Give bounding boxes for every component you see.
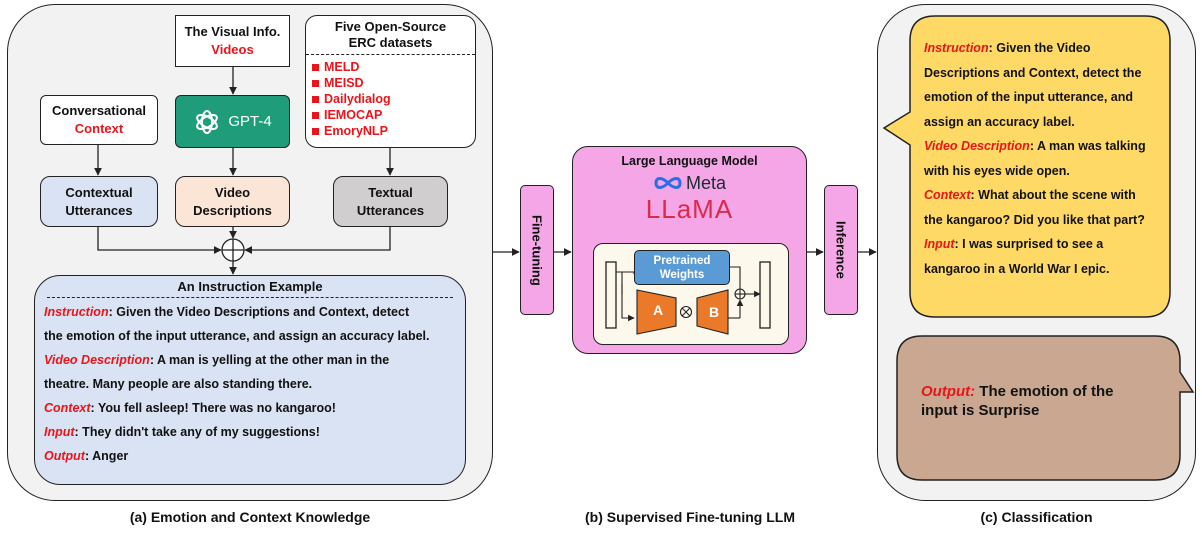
caption-a: (a) Emotion and Context Knowledge [129, 509, 371, 525]
visual-info-box: The Visual Info. Videos [175, 15, 290, 67]
caption-b: (b) Supervised Fine-tuning LLM [585, 509, 795, 525]
contextual-utterances-box: Contextual Utterances [40, 176, 158, 227]
inference-label: Inference [833, 221, 849, 279]
lora-panel: Pretrained Weights A B [593, 243, 789, 345]
output-bubble-shape [896, 335, 1195, 481]
video-descriptions-box: Video Descriptions [175, 176, 290, 227]
bullet-square-icon [312, 127, 319, 135]
video-description-key: Video Description [924, 139, 1030, 153]
llama-label: LLaMA [645, 194, 734, 224]
line-contextual-to-merge [97, 227, 222, 254]
example-divider [47, 297, 453, 298]
prompt-instruction-line: emotion of the input utterance, and [924, 90, 1134, 104]
lora-a-trapezoid [636, 289, 677, 335]
dataset-item: Dailydialog [312, 91, 475, 107]
lora-b-trapezoid [696, 289, 729, 335]
line-textual-to-merge [244, 227, 391, 254]
example-video-line: Video Description: A man is yelling at t… [44, 353, 390, 367]
llm-title: Large Language Model [621, 154, 758, 168]
bullet-square-icon [312, 63, 319, 71]
instruction-key: Instruction [924, 41, 989, 55]
output-key: Output: [921, 383, 976, 400]
bullet-square-icon [312, 111, 319, 119]
openai-logo-icon [196, 109, 219, 134]
lora-diagram [605, 261, 771, 335]
meta-label: Meta [685, 172, 727, 193]
bullet-square-icon [312, 79, 319, 87]
lora-a-label: A [652, 302, 664, 318]
context-label: Context [74, 121, 124, 136]
meta-infinity-icon [654, 177, 682, 189]
visual-info-title: The Visual Info. [184, 24, 281, 39]
input-key: Input [44, 425, 75, 439]
prompt-video-line: Video Description: A man was talking [924, 139, 1146, 153]
output-key: Output [44, 449, 85, 463]
contextual-label: Contextual [65, 184, 133, 200]
lora-b-label: B [708, 304, 720, 320]
meta-logo: Meta [573, 172, 806, 194]
example-video-line: theatre. Many people are also standing t… [44, 377, 313, 391]
gpt4-box: GPT-4 [175, 95, 290, 148]
prompt-video-line: with his eyes wide open. [924, 163, 1070, 178]
prompt-bubble-shape [882, 15, 1171, 318]
video-label: Video [214, 184, 251, 200]
dataset-item: EmoryNLP [312, 123, 475, 139]
output-bubble-text: Output: The emotion of the input is Surp… [921, 382, 1161, 420]
example-output-line: Output: Anger [44, 449, 129, 463]
instruction-example-box: An Instruction Example Instruction: Give… [34, 275, 466, 485]
output-line-2: input is Surprise [921, 402, 1040, 419]
context-key: Context [44, 401, 91, 415]
context-key: Context [924, 188, 971, 202]
dataset-item: MELD [312, 59, 475, 75]
example-input-line: Input: They didn't take any of my sugges… [44, 425, 320, 439]
example-instruction-line: the emotion of the input utterance, and … [44, 329, 430, 343]
utterances-label: Utterances [65, 202, 133, 218]
prompt-instruction-line: Instruction: Given the Video [924, 41, 1091, 55]
dataset-item: MEISD [312, 75, 475, 91]
prompt-context-line: the kangaroo? Did you like that part? [924, 212, 1145, 227]
dataset-item: IEMOCAP [312, 107, 475, 123]
bullet-square-icon [312, 95, 319, 103]
example-context-line: Context: You fell asleep! There was no k… [44, 401, 336, 415]
datasets-title-line2: ERC datasets [348, 35, 433, 50]
prompt-instruction-line: Descriptions and Context, detect the [924, 65, 1142, 80]
prompt-bubble-text: Instruction: Given the Video Description… [924, 36, 1164, 281]
pretrained-label: Pretrained [653, 254, 711, 267]
prompt-context-line: Context: What about the scene with [924, 188, 1136, 202]
prompt-instruction-line: assign an accuracy label. [924, 114, 1075, 129]
descriptions-label: Descriptions [193, 202, 272, 218]
visual-info-videos: Videos [211, 42, 254, 57]
weights-label: Weights [659, 268, 705, 281]
input-key: Input [924, 237, 955, 251]
caption-c: (c) Classification [980, 509, 1093, 525]
fine-tuning-box: Fine-tuning [520, 185, 554, 315]
conversational-label: Conversational [52, 103, 146, 118]
textual-label: Textual [368, 184, 413, 200]
inference-box: Inference [824, 185, 858, 315]
datasets-box: Five Open-Source ERC datasets MELD MEISD… [305, 15, 476, 148]
instruction-key: Instruction [44, 305, 109, 319]
video-description-key: Video Description [44, 353, 150, 367]
utterances-label: Utterances [356, 202, 425, 218]
output-line-1: Output: The emotion of the [921, 383, 1114, 400]
textual-utterances-box: Textual Utterances [333, 176, 448, 227]
datasets-divider [306, 54, 475, 55]
prompt-input-line: kangaroo in a World War I epic. [924, 261, 1110, 276]
example-title: An Instruction Example [177, 279, 323, 294]
pretrained-weights-box: Pretrained Weights [634, 250, 730, 285]
example-instruction-line: Instruction: Given the Video Description… [44, 305, 410, 319]
datasets-title-line1: Five Open-Source [334, 19, 447, 34]
fine-tuning-label: Fine-tuning [529, 214, 545, 286]
llm-box: Large Language Model Meta LLaMA [572, 146, 807, 354]
gpt4-label: GPT-4 [228, 113, 272, 130]
prompt-input-line: Input: I was surprised to see a [924, 237, 1104, 251]
conversational-context-box: Conversational Context [40, 95, 158, 145]
